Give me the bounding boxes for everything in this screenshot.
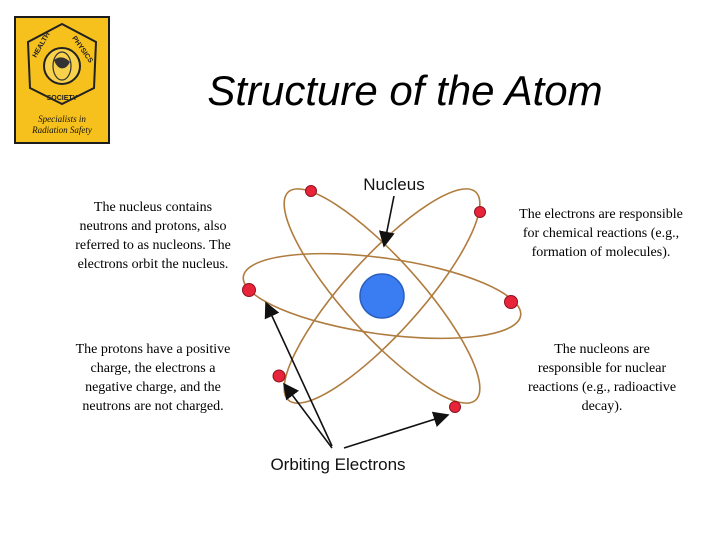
electron-2 [474, 206, 486, 218]
slide-title: Structure of the Atom [207, 67, 603, 114]
logo-tagline-1: Specialists in [38, 114, 86, 124]
nucleus-label: Nucleus [363, 175, 424, 194]
health-physics-society-logo: HEALTH PHYSICS SOCIETY Specialists in Ra… [14, 16, 110, 144]
electron-arrow-left-lower [283, 382, 333, 449]
orbit-horizontal [242, 252, 522, 340]
nucleons-role-text: The nucleons are responsible for nuclear… [527, 342, 677, 414]
logo-ring-bottom: SOCIETY [47, 95, 78, 102]
electron-3 [242, 283, 256, 297]
nucleus-arrow [378, 195, 395, 248]
electron-1 [305, 185, 317, 197]
logo-tagline-2: Radiation Safety [32, 125, 92, 135]
orbit-falling [283, 188, 481, 404]
electron-arrow-left-upper [264, 301, 333, 447]
atom-diagram: Nucleus Orbiting Electrons [242, 175, 522, 474]
orbiting-electrons-label: Orbiting Electrons [270, 455, 405, 474]
nucleus-sphere [359, 273, 405, 319]
electrons-role-text: The electrons are responsible for chemic… [519, 207, 683, 260]
electron-5 [272, 369, 286, 383]
electron-arrow-right [343, 411, 450, 449]
electron-4 [504, 295, 518, 309]
nucleus-contents-text: The nucleus contains neutrons and proton… [75, 200, 231, 272]
logo-emblem-icon: HEALTH PHYSICS SOCIETY [26, 22, 98, 106]
electron-6 [449, 401, 461, 413]
charges-text: The protons have a positive charge, the … [75, 342, 231, 414]
